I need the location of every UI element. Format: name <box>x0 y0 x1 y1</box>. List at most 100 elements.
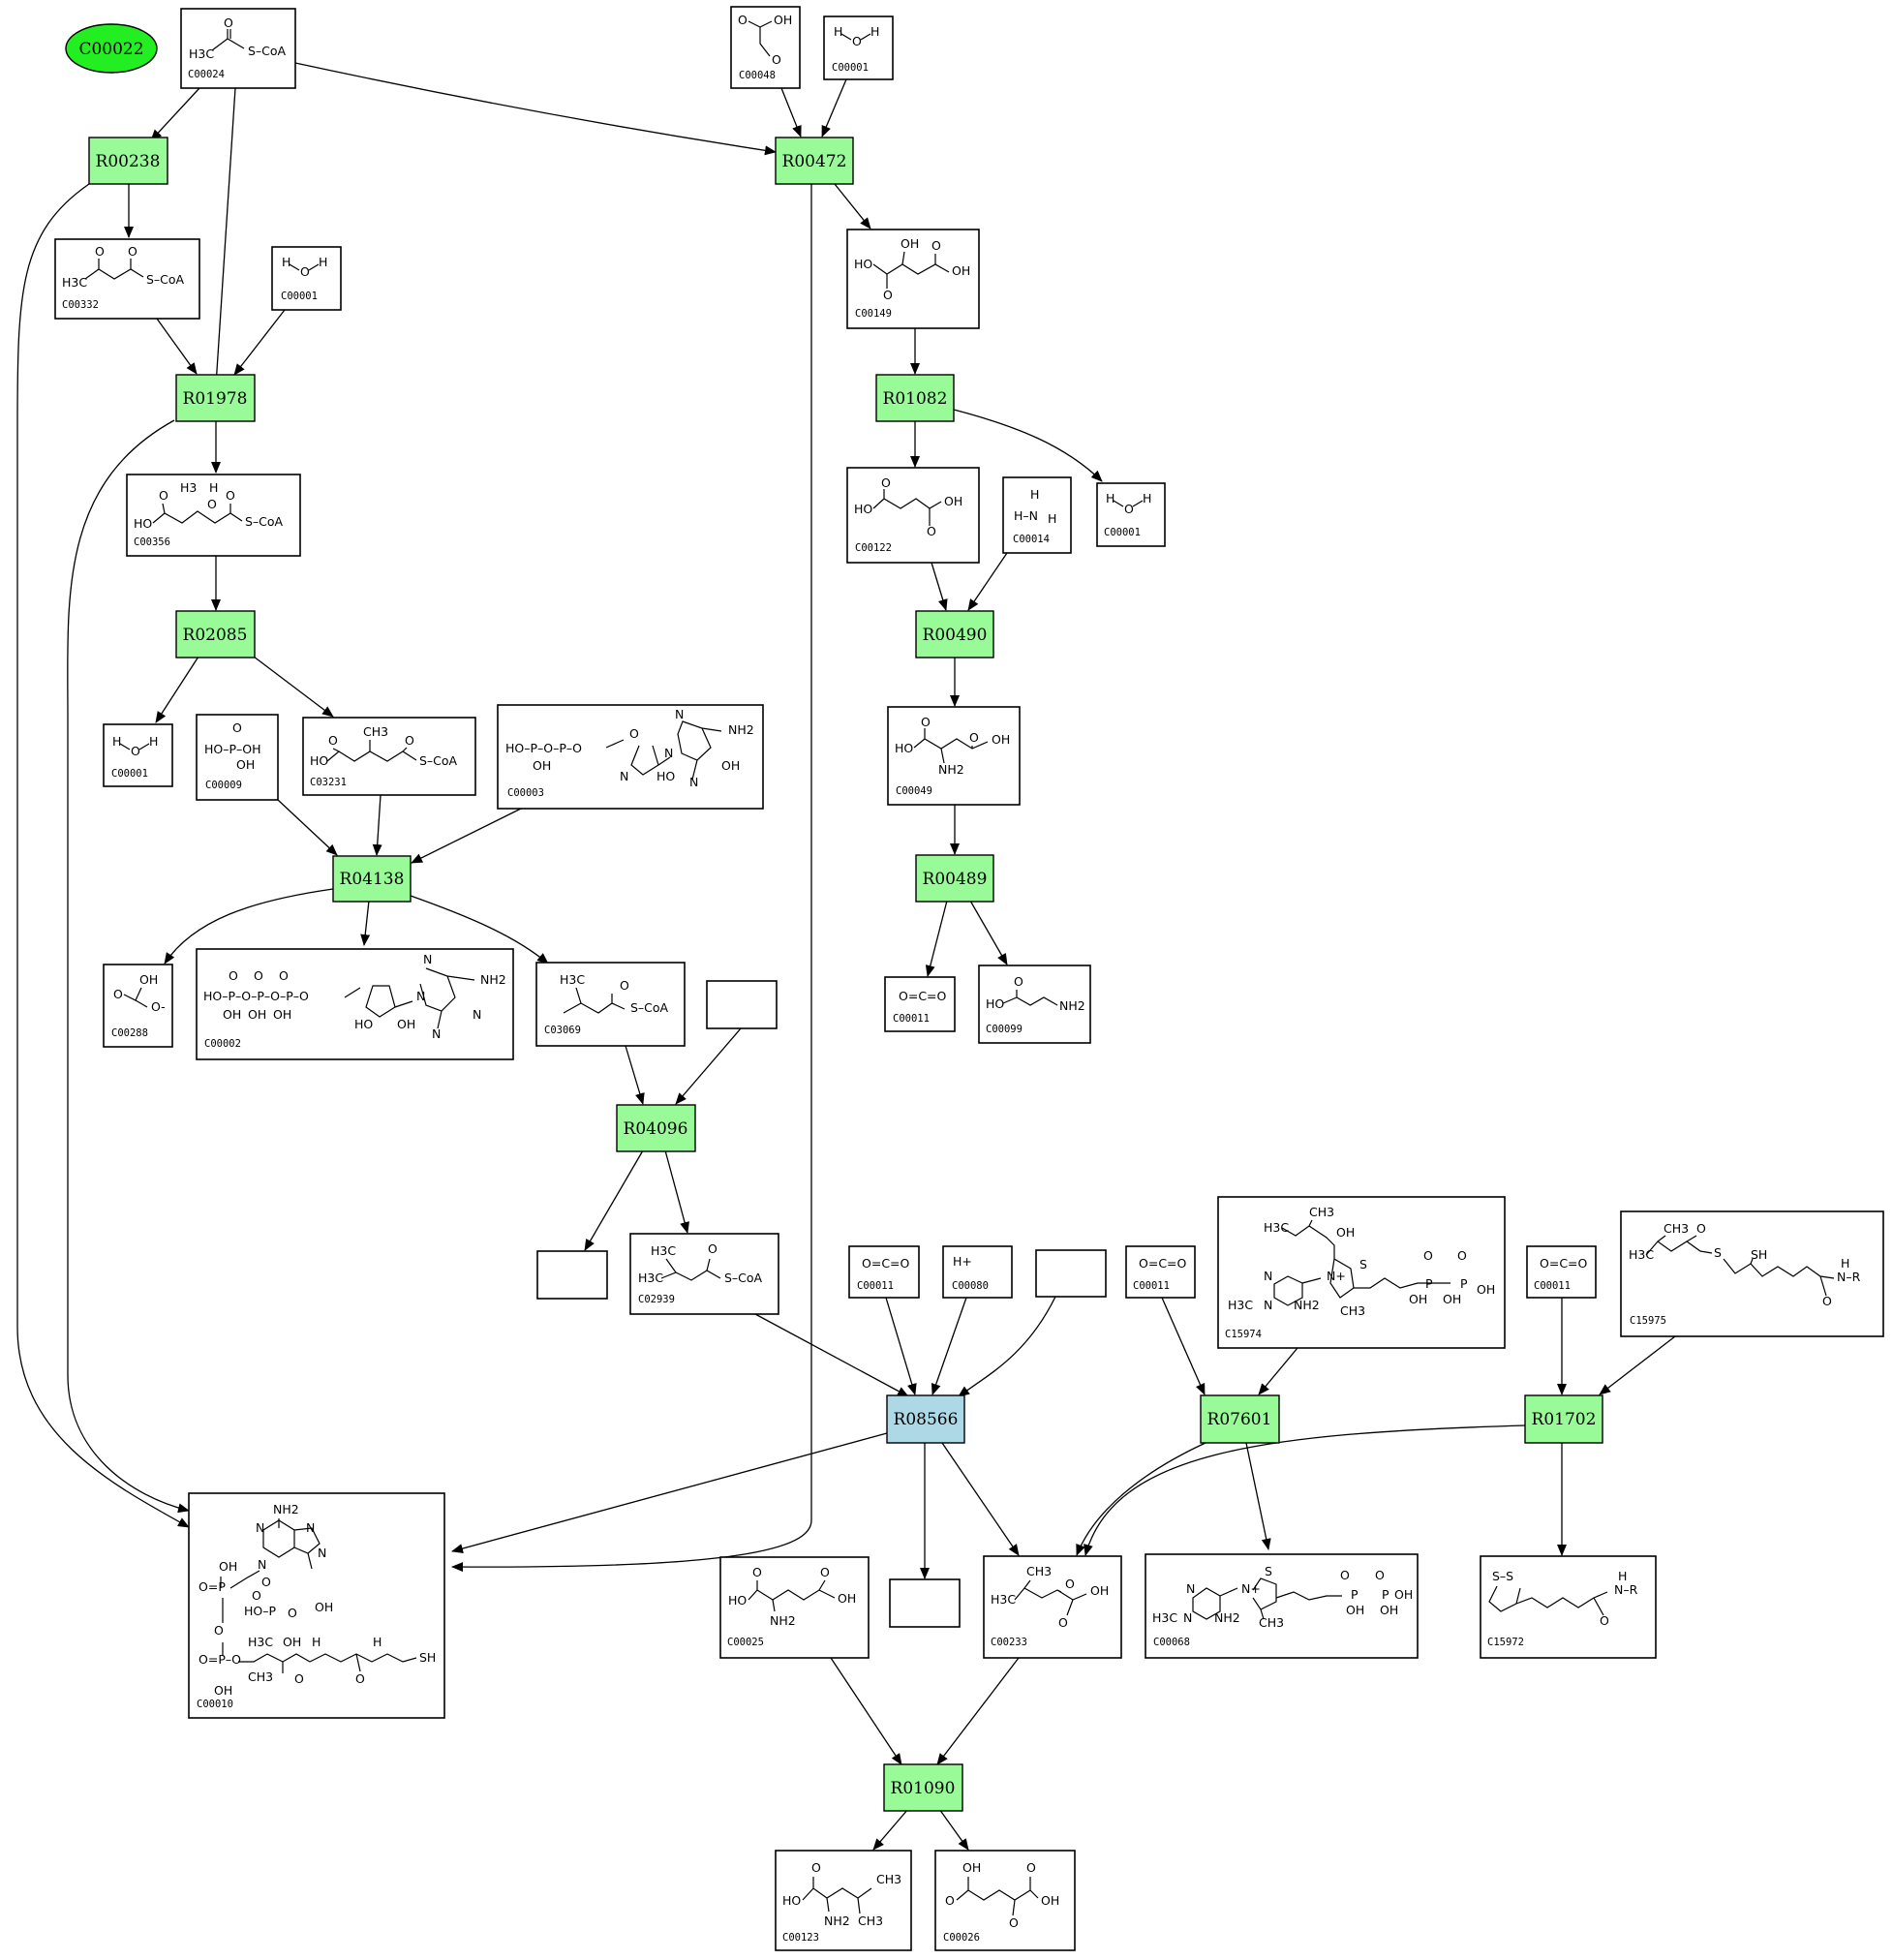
compound-c00123[interactable]: O CH3 HO NH2 CH3 C00123 <box>775 1850 912 1951</box>
compound-c00025[interactable]: O O HO OH NH2 C00025 <box>719 1556 870 1659</box>
edge-r00489-c00011a <box>925 900 948 977</box>
compound-c00122[interactable]: O HO OH O C00122 <box>846 467 980 564</box>
structure-atom: O <box>294 1671 304 1686</box>
structure-atom: O <box>738 13 748 27</box>
structure-atom: OH <box>1477 1282 1495 1297</box>
reaction-r00238[interactable]: R00238 <box>88 137 168 185</box>
compound-c00009[interactable]: O HO–P–OH OH C00009 <box>196 714 279 801</box>
reaction-r00489[interactable]: R00489 <box>915 854 994 903</box>
structure-atom: N <box>1264 1298 1272 1312</box>
compound-c15974[interactable]: CH3 H3C OH S O O N N+ P P H3C N NH2 CH3 … <box>1217 1196 1506 1349</box>
compound-id: C00099 <box>986 1024 1023 1035</box>
reaction-r04096[interactable]: R04096 <box>616 1104 696 1152</box>
compound-c00149[interactable]: OH HO OH O O C00149 <box>846 229 980 329</box>
compound-c03069[interactable]: H3C O S–CoA C03069 <box>535 962 686 1047</box>
reaction-r00472[interactable]: R00472 <box>775 137 854 185</box>
compound-box <box>848 1245 920 1299</box>
compound-c00010[interactable]: NH2 N N N N OH O=P O O HO–P O O OH O=P–O… <box>188 1492 445 1719</box>
blank-compound-box[interactable] <box>1035 1249 1107 1298</box>
compound-c00026[interactable]: OH O O OH O C00026 <box>934 1850 1076 1951</box>
structure-atom: NH2 <box>273 1502 299 1516</box>
edge-r00238-c00010 <box>16 183 190 1528</box>
reaction-r01702[interactable]: R01702 <box>1524 1394 1603 1444</box>
compound-c15975[interactable]: CH3 O H3C S SH H N–R O C15975 <box>1620 1210 1884 1337</box>
compound-c00001-second[interactable]: H O H C00001 <box>271 246 342 311</box>
reaction-r00490[interactable]: R00490 <box>915 610 994 658</box>
reaction-box <box>175 374 256 422</box>
structure-atom: O <box>1124 502 1134 516</box>
edge-c00048-r00472 <box>780 87 802 138</box>
structure-atom: N <box>620 769 628 783</box>
compound-c00048[interactable]: OH O O C00048 <box>730 6 801 89</box>
structure-bonds <box>748 1579 836 1612</box>
compound-id: C00011 <box>1133 1280 1170 1292</box>
blank-compound-box[interactable] <box>706 980 778 1029</box>
structure-atom: O <box>279 968 289 983</box>
compound-c03231[interactable]: CH3 O O HO S–CoA C03231 <box>302 717 476 796</box>
blank-compound-box[interactable] <box>889 1578 961 1628</box>
compound-c00068[interactable]: S O O N N+ P P OH H3C N NH2 CH3 OH OH C0… <box>1145 1553 1419 1659</box>
compound-c00356[interactable]: H3 H O O O HO S–CoA C00356 <box>126 474 301 557</box>
structure-atom: O <box>772 52 781 67</box>
structure-atom: HO <box>854 502 872 516</box>
compound-id: C00002 <box>204 1038 241 1050</box>
compound-c00011-b[interactable]: O=C=O C00011 <box>848 1245 920 1299</box>
reaction-r01090[interactable]: R01090 <box>883 1763 963 1812</box>
compound-c15972[interactable]: S–S H N–R O C15972 <box>1480 1555 1657 1659</box>
edge-r04138-c00002 <box>360 900 371 946</box>
reaction-r07601[interactable]: R07601 <box>1200 1394 1280 1444</box>
edge-r01090-c00123 <box>872 1808 909 1851</box>
compound-c00001-left[interactable]: H O H C00001 <box>103 723 173 787</box>
reaction-r02085[interactable]: R02085 <box>175 610 256 658</box>
compound-id: C00233 <box>991 1637 1027 1648</box>
start-compound-c00022[interactable]: C00022 <box>65 23 158 74</box>
edge-r04096-c02939 <box>664 1149 689 1234</box>
structure-atom: N <box>306 1520 315 1535</box>
compound-c00080[interactable]: H+ C00080 <box>942 1245 1013 1299</box>
reaction-label: R00472 <box>782 152 847 171</box>
reaction-box <box>88 137 168 185</box>
compound-c00233[interactable]: CH3 O H3C OH O C00233 <box>983 1555 1122 1659</box>
structure-atom: H <box>209 480 218 495</box>
compound-c00049[interactable]: O O HO OH NH2 C00049 <box>887 706 1021 806</box>
compound-c00014[interactable]: H H–N H C00014 <box>1002 476 1072 554</box>
compound-c00099[interactable]: O HO NH2 C00099 <box>978 965 1091 1044</box>
structure-atom: NH2 <box>770 1613 796 1628</box>
structure-bonds <box>1192 1577 1342 1620</box>
structure-atom: O <box>1065 1577 1075 1591</box>
compound-c00288[interactable]: OH O O- C00288 <box>103 964 173 1048</box>
structure-atom: HO–P–O–P–O <box>505 741 582 755</box>
structure-bonds <box>326 740 417 762</box>
compound-c00001-right[interactable]: H O H C00001 <box>1096 482 1166 547</box>
compound-c00024[interactable]: O H3C S–CoA C00024 <box>180 8 296 89</box>
compound-box <box>978 965 1091 1044</box>
compound-id: C15974 <box>1225 1329 1262 1340</box>
compound-c00002[interactable]: O O O N NH2 HO–P–O–P–O–P–O OH OH OH N N … <box>196 948 514 1060</box>
compound-c00003[interactable]: HO–P–O–P–O OH O N NH2 N N HO OH N C00003 <box>497 704 764 810</box>
compound-c00001-top[interactable]: H O H C00001 <box>823 15 894 80</box>
compound-box <box>719 1556 870 1659</box>
compound-id: C00001 <box>111 768 148 780</box>
structure-atom: CH3 <box>1340 1303 1365 1318</box>
structure-bonds <box>872 251 950 289</box>
reaction-r04138[interactable]: R04138 <box>332 855 412 903</box>
reaction-r01978[interactable]: R01978 <box>175 374 256 422</box>
compound-c02939[interactable]: H3C O H3C S–CoA C02939 <box>629 1233 779 1315</box>
structure-atom: H+ <box>953 1254 972 1269</box>
reaction-r01082[interactable]: R01082 <box>875 374 955 422</box>
compound-c00332[interactable]: O O H3C S–CoA C00332 <box>54 238 200 320</box>
structure-atom: OH <box>721 758 740 773</box>
compound-id: C03231 <box>310 777 347 788</box>
structure-atom: H <box>1106 491 1114 505</box>
reaction-label: R00490 <box>923 626 988 645</box>
compound-box <box>884 976 956 1032</box>
reaction-r08566[interactable]: R08566 <box>886 1394 965 1444</box>
compound-c00011-d[interactable]: O=C=O C00011 <box>1526 1245 1597 1299</box>
structure-atom: CH3 <box>1026 1564 1052 1578</box>
edge-r08566-c00233 <box>941 1442 1020 1556</box>
blank-compound-box[interactable] <box>536 1250 608 1300</box>
compound-c00011-a[interactable]: O=C=O C00011 <box>884 976 956 1032</box>
structure-atom: O <box>261 1575 271 1589</box>
compound-c00011-c[interactable]: O=C=O C00011 <box>1125 1245 1196 1299</box>
edge-c00024-r00472 <box>294 62 777 156</box>
